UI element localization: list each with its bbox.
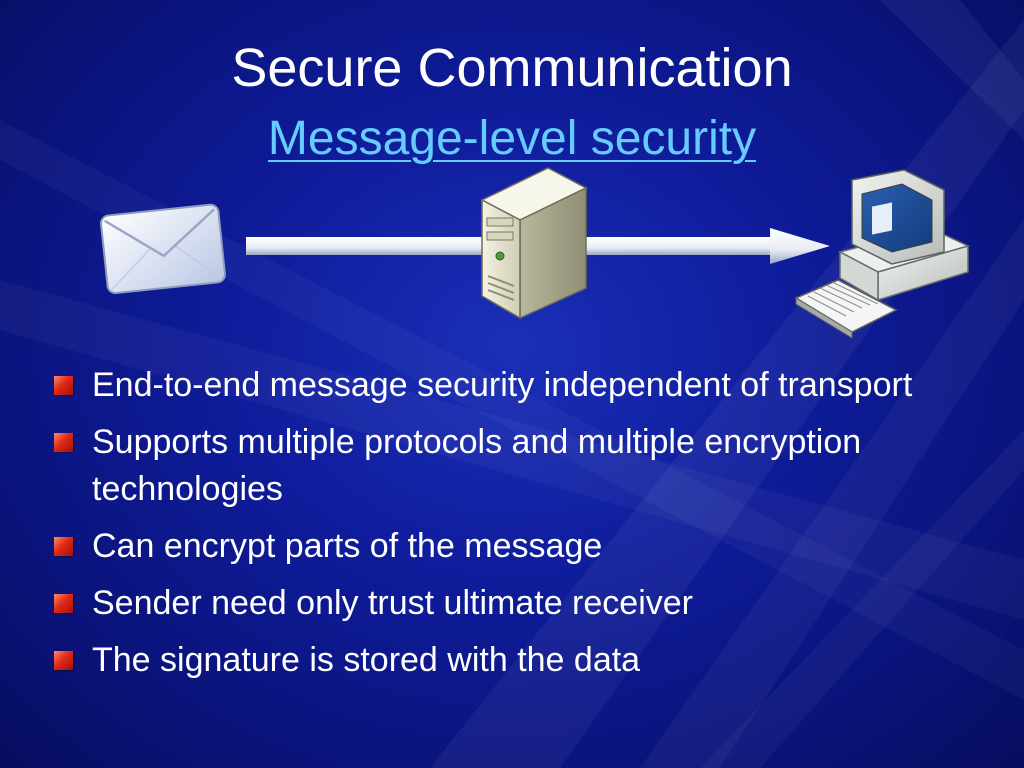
server-icon (480, 167, 588, 320)
slide-title: Secure Communication (231, 38, 793, 98)
bullet-item: Supports multiple protocols and multiple… (54, 419, 954, 513)
envelope-icon (100, 203, 226, 295)
bullet-text: Sender need only trust ultimate receiver (92, 584, 693, 622)
bullet-marker-icon (54, 433, 73, 452)
bullet-item: The signature is stored with the data (54, 637, 954, 684)
bullet-text: The signature is stored with the data (92, 641, 641, 679)
bullet-text: Can encrypt parts of the message (92, 527, 603, 565)
subtitle-link-text[interactable]: Message-level security (267, 112, 757, 165)
message-flow-illustration (100, 167, 971, 339)
bullet-item: Can encrypt parts of the message (54, 523, 954, 570)
slide-subtitle-link[interactable]: Message-level security (0, 110, 1024, 168)
bullet-list: End-to-end message security independent … (54, 362, 954, 694)
bullet-text: Supports multiple protocols and multiple… (92, 423, 862, 508)
bullet-marker-icon (54, 537, 73, 556)
bullet-marker-icon (54, 376, 73, 395)
bullet-text: End-to-end message security independent … (92, 366, 913, 404)
bullet-item: Sender need only trust ultimate receiver (54, 580, 954, 627)
computer-icon (794, 169, 971, 339)
bullet-marker-icon (54, 651, 73, 670)
bullet-marker-icon (54, 594, 73, 613)
bullet-item: End-to-end message security independent … (54, 362, 954, 409)
